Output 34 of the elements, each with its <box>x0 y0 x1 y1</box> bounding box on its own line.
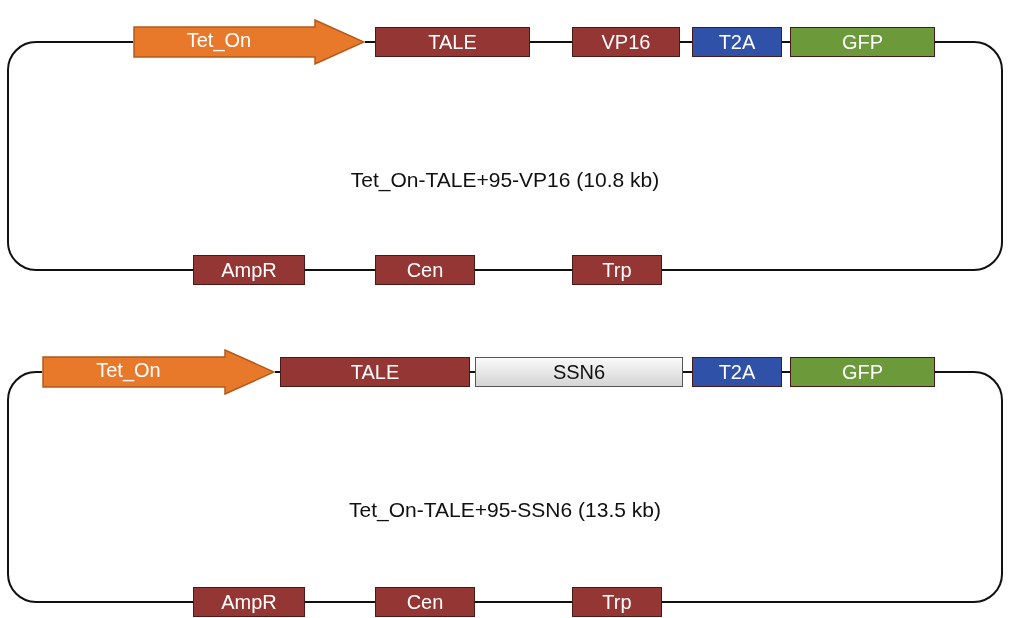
gene-box: TALE <box>375 27 530 57</box>
gene-box: Cen <box>375 587 475 617</box>
backbone-line <box>304 601 376 603</box>
gene-box: GFP <box>790 27 935 57</box>
gene-box: GFP <box>790 357 935 387</box>
gene-box: SSN6 <box>475 357 683 387</box>
backbone-line <box>274 371 281 373</box>
backbone-line <box>781 371 791 373</box>
gene-box: Cen <box>375 255 475 285</box>
gene-box: VP16 <box>572 27 680 57</box>
backbone-line <box>364 41 376 43</box>
backbone-line <box>661 41 1003 271</box>
backbone-line <box>781 41 791 43</box>
promoter-arrow: Tet_On <box>42 349 275 395</box>
backbone-line <box>661 371 1003 603</box>
plasmid-name: Tet_On-TALE+95-VP16 (10.8 kb) <box>350 168 660 192</box>
gene-box: T2A <box>692 357 782 387</box>
gene-box: TALE <box>280 357 470 387</box>
gene-box: AmpR <box>193 587 305 617</box>
promoter-arrow: Tet_On <box>133 19 365 65</box>
backbone-line <box>7 371 194 603</box>
backbone-line <box>529 41 573 43</box>
gene-box: Trp <box>572 587 662 617</box>
backbone-line <box>474 601 573 603</box>
backbone-line <box>679 41 693 43</box>
backbone-line <box>682 371 693 373</box>
gene-box: AmpR <box>193 255 305 285</box>
plasmid-name: Tet_On-TALE+95-SSN6 (13.5 kb) <box>349 498 661 522</box>
backbone-line <box>474 269 573 271</box>
backbone-line <box>7 41 194 271</box>
gene-box: Trp <box>572 255 662 285</box>
backbone-line <box>469 371 476 373</box>
gene-box: T2A <box>692 27 782 57</box>
backbone-line <box>304 269 376 271</box>
